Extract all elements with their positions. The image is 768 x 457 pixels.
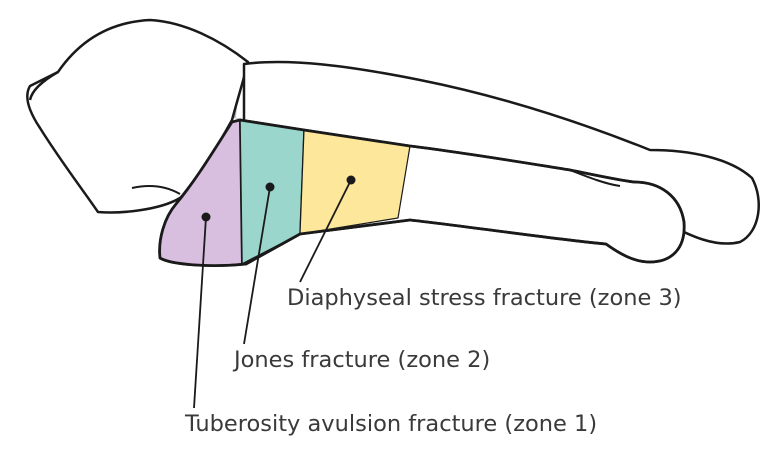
fifth-metatarsal-outline bbox=[158, 118, 686, 268]
zone-1-leader bbox=[193, 216, 207, 409]
label-zone-2: Jones fracture (zone 2) bbox=[234, 347, 491, 373]
tarsal-crease bbox=[131, 185, 181, 195]
tarsal-notch bbox=[28, 70, 59, 101]
zone-2-jones bbox=[239, 119, 305, 266]
label-zone-3: Diaphyseal stress fracture (zone 3) bbox=[287, 285, 682, 311]
zone-3-leader bbox=[299, 179, 352, 283]
zone-2-leader bbox=[243, 186, 271, 345]
metatarsal-overlap-line bbox=[569, 169, 621, 187]
label-zone-1: Tuberosity avulsion fracture (zone 1) bbox=[185, 411, 598, 437]
